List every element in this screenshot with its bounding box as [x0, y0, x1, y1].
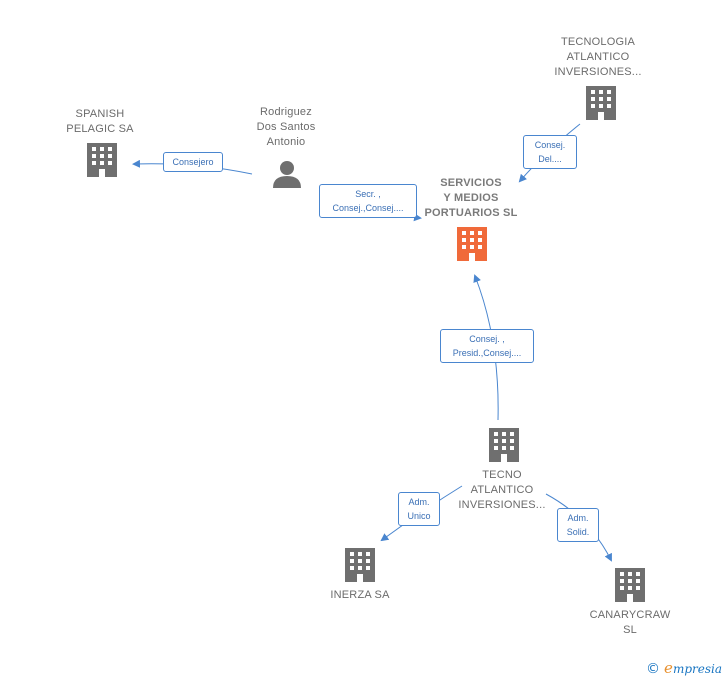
building-icon [489, 428, 519, 462]
edge-label-adm-solid[interactable]: Adm. Solid. [557, 508, 599, 542]
edge-label-consejero[interactable]: Consejero [163, 152, 223, 172]
building-icon [87, 143, 117, 177]
brand-watermark: ©empresia [646, 659, 722, 677]
person-icon [273, 161, 301, 188]
node-spanish-label[interactable]: SPANISH PELAGIC SA [66, 108, 134, 135]
copyright-icon: © [646, 661, 661, 677]
node-tecno-label[interactable]: TECNO ATLANTICO INVERSIONES... [458, 469, 546, 511]
edge-label-consej-presid[interactable]: Consej. , Presid.,Consej.... [440, 329, 534, 363]
node-canarycraw-label[interactable]: CANARYCRAW SL [589, 609, 671, 636]
node-inerza-label[interactable]: INERZA SA [330, 589, 390, 601]
building-icon [586, 86, 616, 120]
building-icon [615, 568, 645, 602]
node-rodriguez-label[interactable]: Rodriguez Dos Santos Antonio [256, 106, 316, 148]
edge-label-secr[interactable]: Secr. , Consej.,Consej.... [319, 184, 417, 218]
brand-name: mpresia [672, 662, 722, 676]
edge-label-adm-unico[interactable]: Adm. Unico [398, 492, 440, 526]
node-main-label[interactable]: SERVICIOS Y MEDIOS PORTUARIOS SL [424, 177, 518, 219]
building-icon [345, 548, 375, 582]
brand-initial: e [664, 659, 673, 677]
node-tecnologia-label[interactable]: TECNOLOGIA ATLANTICO INVERSIONES... [554, 36, 642, 78]
main-building-icon [457, 227, 487, 261]
edge-label-consej-del[interactable]: Consej. Del.... [523, 135, 577, 169]
